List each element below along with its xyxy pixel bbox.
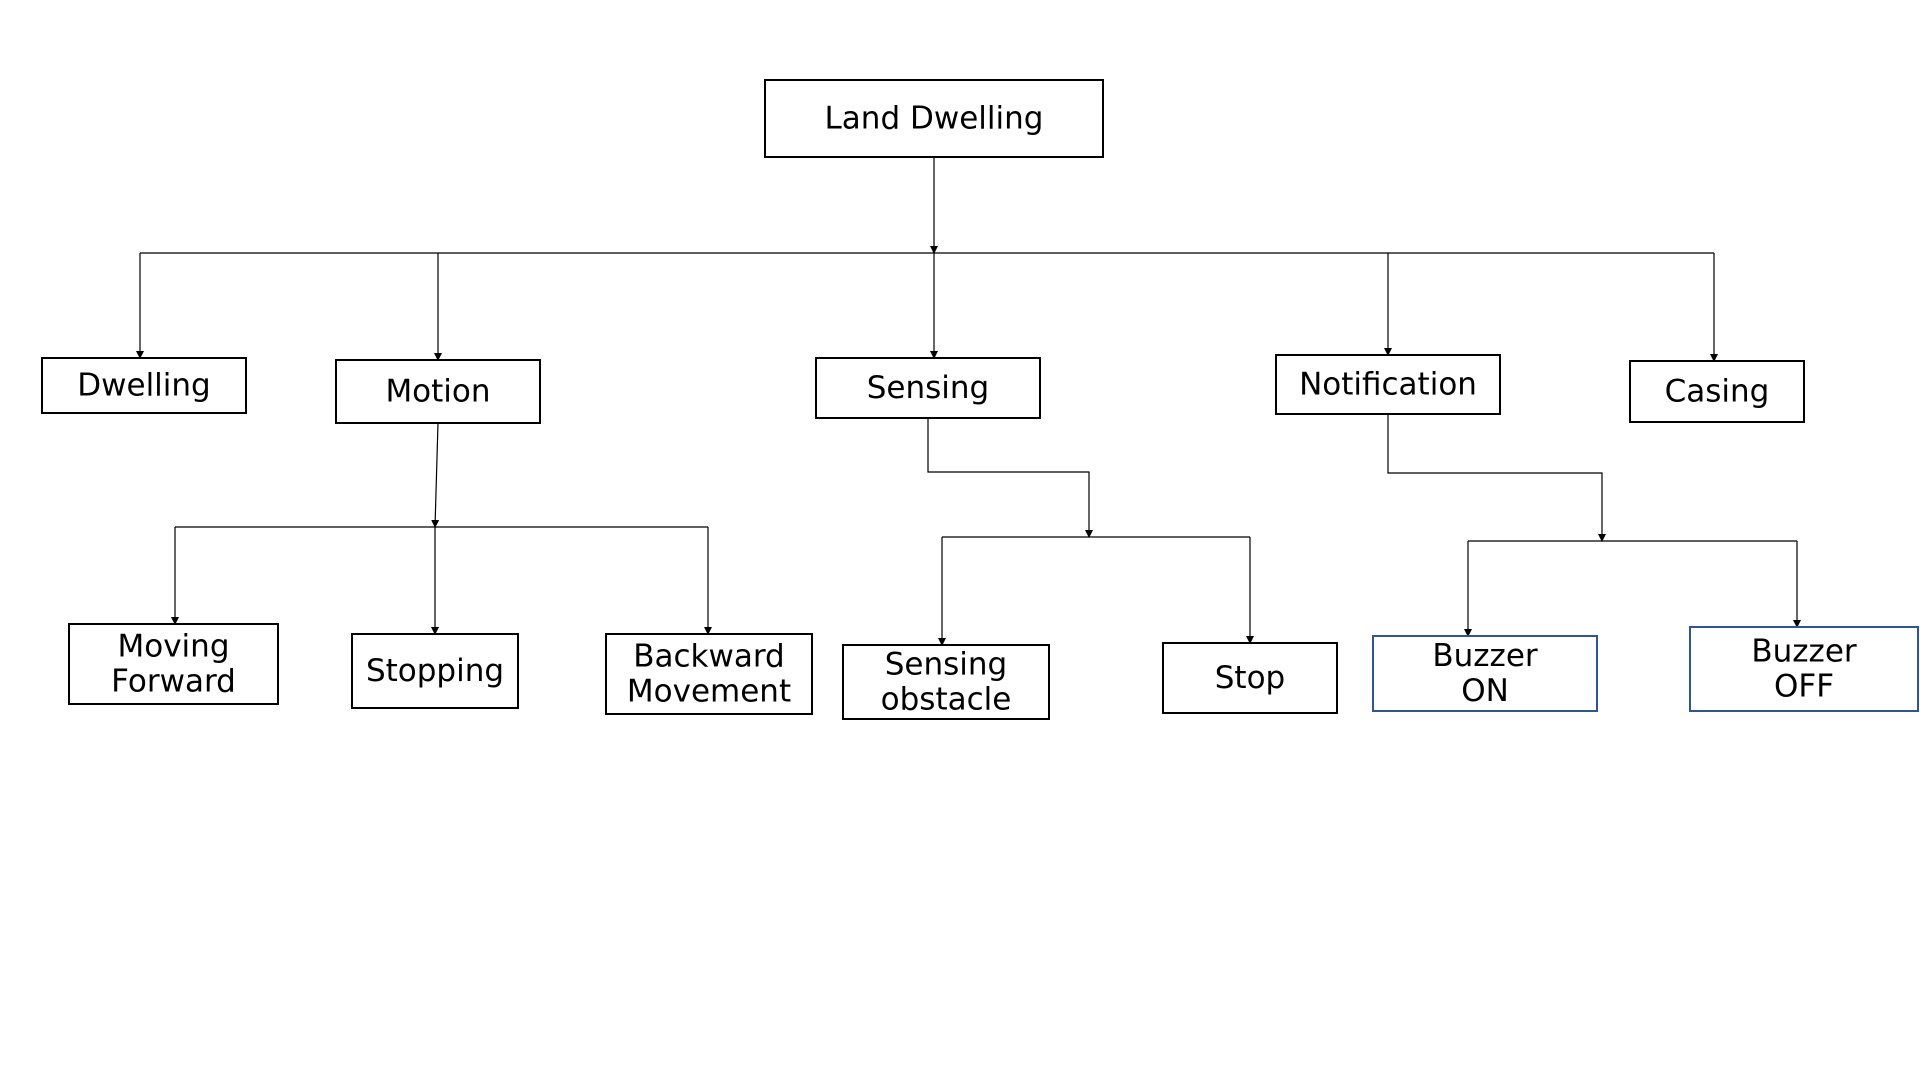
node-label: obstacle [881,681,1012,717]
node-stop: Stop [1162,642,1338,714]
node-label: Notification [1299,367,1477,403]
node-casing: Casing [1629,360,1805,423]
connector-motion [171,422,712,635]
parent-stem [927,418,1093,538]
node-box [1275,354,1501,415]
node-box [815,357,1041,419]
node-label: Backward [633,639,785,675]
node-box [1162,642,1338,714]
node-label: Land Dwelling [825,101,1044,137]
node-label: OFF [1774,668,1834,704]
node-label: Sensing [867,370,990,406]
parent-stem [1387,414,1606,542]
node-box [605,633,813,715]
node-sensing: Sensing [815,357,1041,419]
node-box [335,359,541,424]
node-label: Forward [111,663,236,699]
node-box [1629,360,1805,423]
node-label: Stopping [366,653,504,689]
node-stopping: Stopping [351,633,519,709]
connector-lines [136,157,1801,646]
node-box [68,623,279,705]
node-box [764,79,1104,158]
parent-stem [431,422,440,528]
node-box [351,633,519,709]
connector-sensing [927,418,1254,646]
node-label: ON [1461,673,1509,709]
node-box [1372,635,1598,712]
node-label: Motion [385,374,490,410]
node-land-dwelling: Land Dwelling [764,79,1104,158]
node-motion: Motion [335,359,541,424]
node-dwelling: Dwelling [41,357,247,414]
node-label: Moving [118,629,230,665]
connector-notification [1387,414,1801,637]
node-label: Dwelling [77,368,210,404]
node-label: Buzzer [1751,634,1857,670]
node-box [1689,626,1919,712]
node-label: Stop [1215,660,1285,696]
node-label: Movement [627,673,791,709]
node-label: Sensing [885,647,1008,683]
node-box [842,644,1050,720]
connector-land-dwelling [136,157,1718,362]
node-label: Buzzer [1432,638,1538,674]
node-label: Casing [1665,374,1770,410]
node-notification: Notification [1275,354,1501,415]
node-box [41,357,247,414]
